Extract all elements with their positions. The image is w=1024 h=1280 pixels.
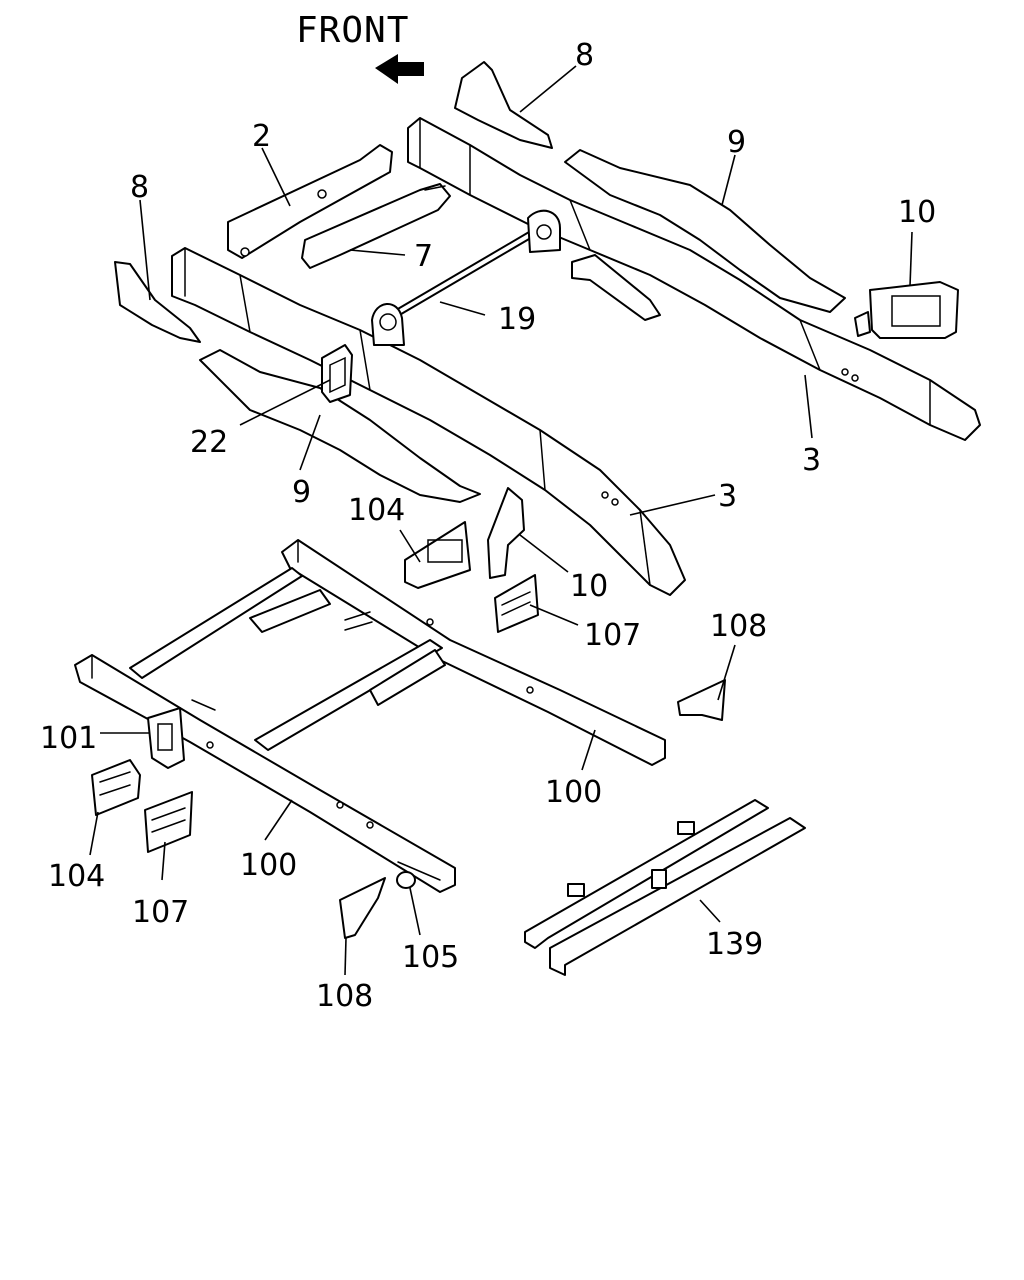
bracket-107-left [144,791,193,853]
callout-3-center: 3 [718,479,737,514]
bracket-108-bottom [339,877,386,939]
bushing-105 [396,871,416,889]
callout-9-left: 9 [292,475,311,510]
callout-105: 105 [402,940,459,975]
lower-subframe-assembly [74,539,666,893]
subframe-rail-right [281,539,666,766]
loose-brackets [91,487,726,939]
callout-107-right: 107 [584,618,641,653]
callout-107-left: 107 [132,895,189,930]
callout-22: 22 [190,425,228,460]
front-indicator: FRONT [296,10,424,84]
gusset-8-left [114,261,201,343]
rail-pair-139 [524,799,806,976]
callout-104-left: 104 [48,859,105,894]
bracket-101 [147,707,185,769]
callout-19: 19 [498,302,536,337]
bracket-108-right [677,679,726,721]
front-crossmember [227,144,393,259]
side-rail-right [407,117,981,441]
bracket-104-left [91,759,141,816]
rail-139-back [524,799,769,949]
callout-101: 101 [40,721,97,756]
reinforcement-9-left [199,349,481,503]
bracket-7 [301,183,451,269]
front-arrow-icon [375,54,424,84]
reinforcement-9-right [564,149,846,313]
bracket-104-top [404,521,471,589]
callout-100-right: 100 [545,775,602,810]
subframe-cross-mid [254,639,443,751]
rail-139-front [549,817,806,976]
bracket-10-right [869,281,959,339]
upper-frame-assembly [114,61,981,596]
callout-10-center: 10 [570,569,608,604]
callout-139: 139 [706,927,763,962]
callout-labels: 8 2 9 8 10 7 19 3 22 9 3 104 10 107 108 … [40,38,936,1014]
callout-2: 2 [252,119,271,154]
callout-7: 7 [414,239,433,274]
gusset-8-top [454,61,553,149]
callout-9-top: 9 [727,125,746,160]
callout-8-top: 8 [575,38,594,73]
bracket-107-right [494,574,539,633]
callout-108-bottom: 108 [316,979,373,1014]
callout-10-right: 10 [898,195,936,230]
callout-108-right: 108 [710,609,767,644]
leader-lines [89,65,913,976]
front-label: FRONT [296,10,409,51]
channel-support [571,254,661,321]
callout-100-center: 100 [240,848,297,883]
subframe-cross-front [129,567,303,679]
callout-104-top: 104 [348,493,405,528]
bracket-10-center [487,487,525,579]
callout-3-right: 3 [802,443,821,478]
callout-8-left: 8 [130,170,149,205]
